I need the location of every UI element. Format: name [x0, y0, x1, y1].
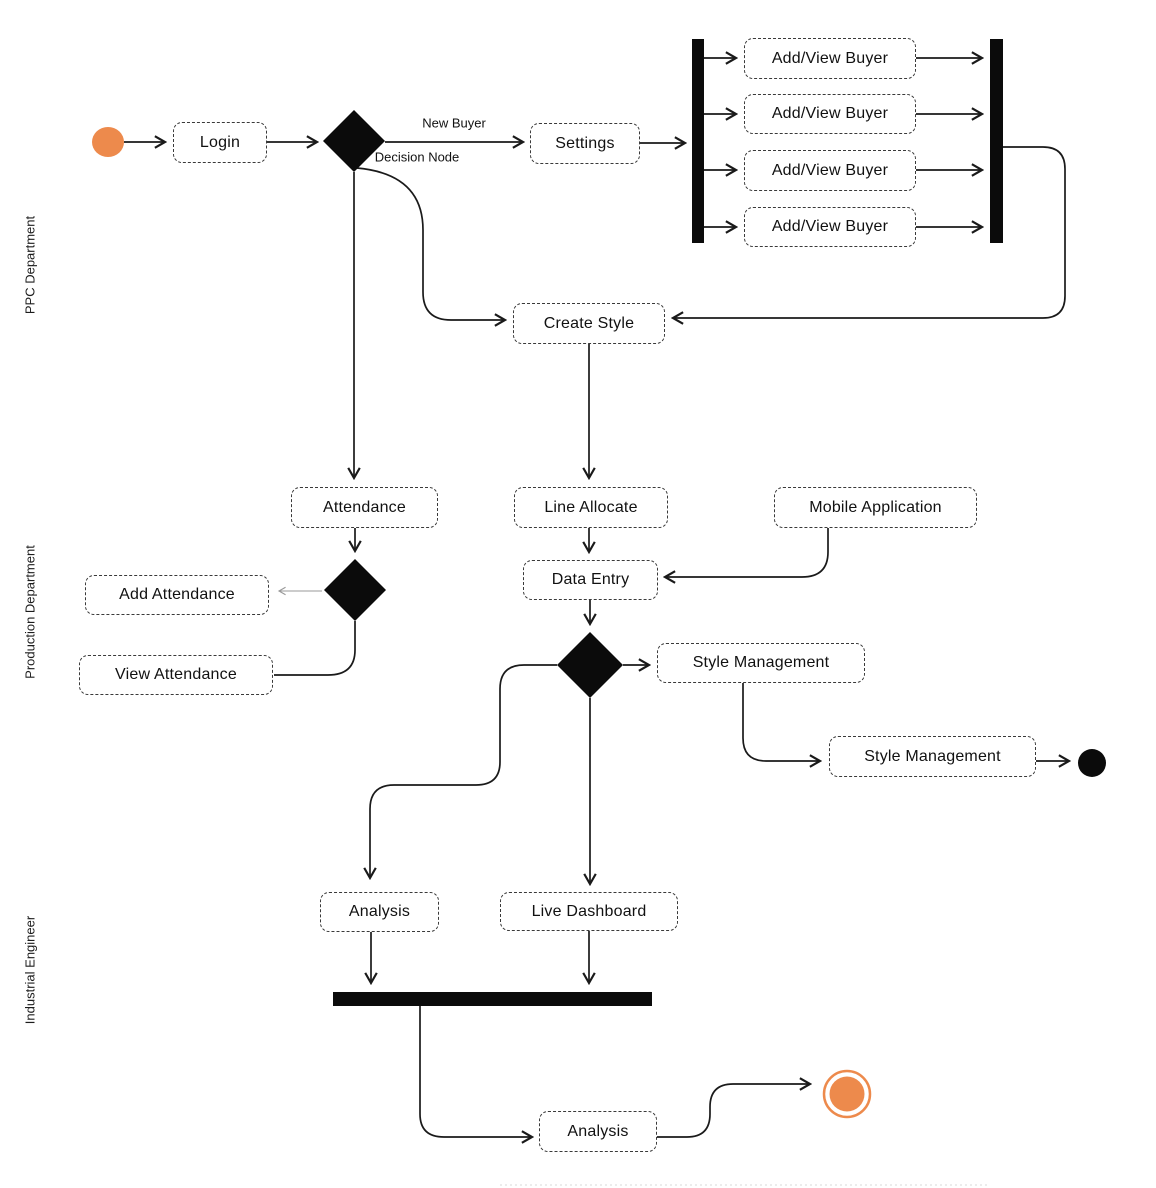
final-node-black[interactable] — [1078, 749, 1106, 777]
edge-mobile-app-to-data-entry — [662, 528, 829, 584]
activity-add-view-buyer-3[interactable]: Add/View Buyer — [744, 150, 916, 191]
decision-node-data-entry[interactable] — [557, 632, 623, 698]
activity-style-management-2[interactable]: Style Management — [829, 736, 1036, 777]
edge-decision-to-analysis — [363, 664, 557, 881]
activity-attendance[interactable]: Attendance — [291, 487, 438, 528]
activity-line-allocate[interactable]: Line Allocate — [514, 487, 668, 528]
fork-bar[interactable] — [692, 39, 704, 243]
edge-join-to-create-style — [670, 146, 1066, 325]
activity-view-attendance[interactable]: View Attendance — [79, 655, 273, 695]
join-bar[interactable] — [990, 39, 1003, 243]
activity-analysis-1[interactable]: Analysis — [320, 892, 439, 932]
activity-settings[interactable]: Settings — [530, 123, 640, 164]
activity-style-management-1[interactable]: Style Management — [657, 643, 865, 683]
sync-bar[interactable] — [333, 992, 652, 1006]
activity-add-view-buyer-2[interactable]: Add/View Buyer — [744, 94, 916, 134]
activity-live-dashboard[interactable]: Live Dashboard — [500, 892, 678, 931]
decision-node-new-buyer[interactable] — [323, 110, 385, 172]
edge-style-management-1-to-2 — [742, 683, 823, 768]
edge-join-bar-to-analysis — [419, 1006, 535, 1144]
edge-decision-to-create-style — [356, 167, 508, 327]
initial-node[interactable] — [92, 127, 124, 157]
edge-analysis-to-final — [657, 1077, 813, 1138]
edge-label-decision-node: Decision Node — [374, 149, 460, 165]
activity-mobile-application[interactable]: Mobile Application — [774, 487, 977, 528]
lane-label-production-department: Production Department — [22, 545, 38, 679]
activity-add-attendance[interactable]: Add Attendance — [85, 575, 269, 615]
activity-create-style[interactable]: Create Style — [513, 303, 665, 344]
decision-node-attendance[interactable] — [324, 559, 386, 621]
lane-label-ppc-department: PPC Department — [22, 215, 38, 315]
activity-data-entry[interactable]: Data Entry — [523, 560, 658, 600]
edge-label-new-buyer: New Buyer — [422, 115, 486, 131]
activity-add-view-buyer-4[interactable]: Add/View Buyer — [744, 207, 916, 247]
edge-decision-to-view-attendance — [274, 621, 356, 676]
activity-login[interactable]: Login — [173, 122, 267, 163]
activity-add-view-buyer-1[interactable]: Add/View Buyer — [744, 38, 916, 79]
activity-analysis-2[interactable]: Analysis — [539, 1111, 657, 1152]
lane-label-industrial-engineer: Industrial Engineer — [22, 915, 38, 1025]
final-node-core — [829, 1076, 865, 1112]
